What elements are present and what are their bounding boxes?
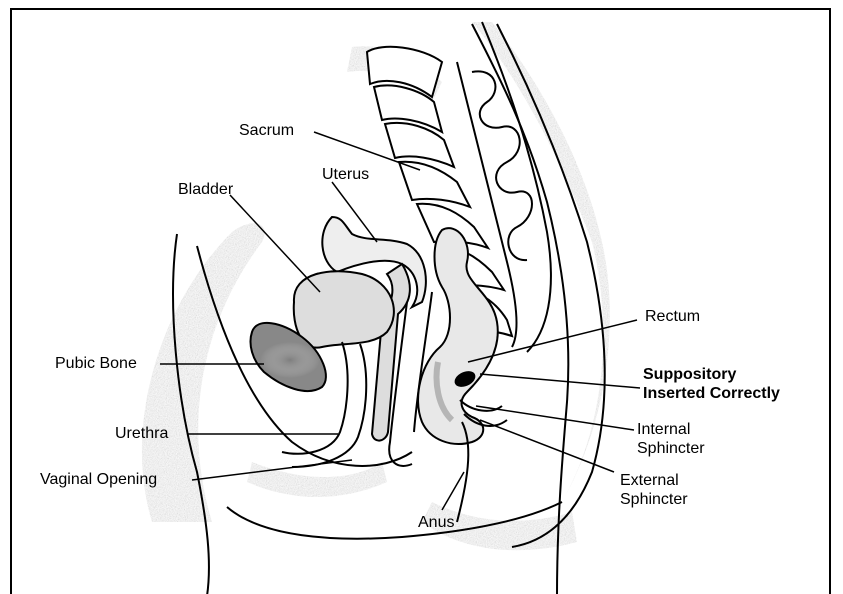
label-bladder: Bladder (178, 180, 233, 199)
diagram-frame: Sacrum Uterus Bladder Rectum Pubic Bone … (10, 8, 831, 594)
label-anus: Anus (418, 513, 454, 532)
label-external: External (620, 471, 679, 490)
label-internal: Internal (637, 420, 690, 439)
label-pubic-bone: Pubic Bone (55, 354, 137, 373)
label-urethra: Urethra (115, 424, 168, 443)
label-uterus: Uterus (322, 165, 369, 184)
bladder (294, 271, 394, 347)
label-suppository: Suppository (643, 365, 736, 384)
label-inserted-correctly: Inserted Correctly (643, 384, 780, 403)
label-external-sphincter: Sphincter (620, 490, 688, 509)
label-vaginal-opening: Vaginal Opening (40, 470, 157, 489)
label-internal-sphincter: Sphincter (637, 439, 705, 458)
anatomy-illustration (12, 10, 831, 594)
label-rectum: Rectum (645, 307, 700, 326)
label-sacrum: Sacrum (239, 121, 294, 140)
